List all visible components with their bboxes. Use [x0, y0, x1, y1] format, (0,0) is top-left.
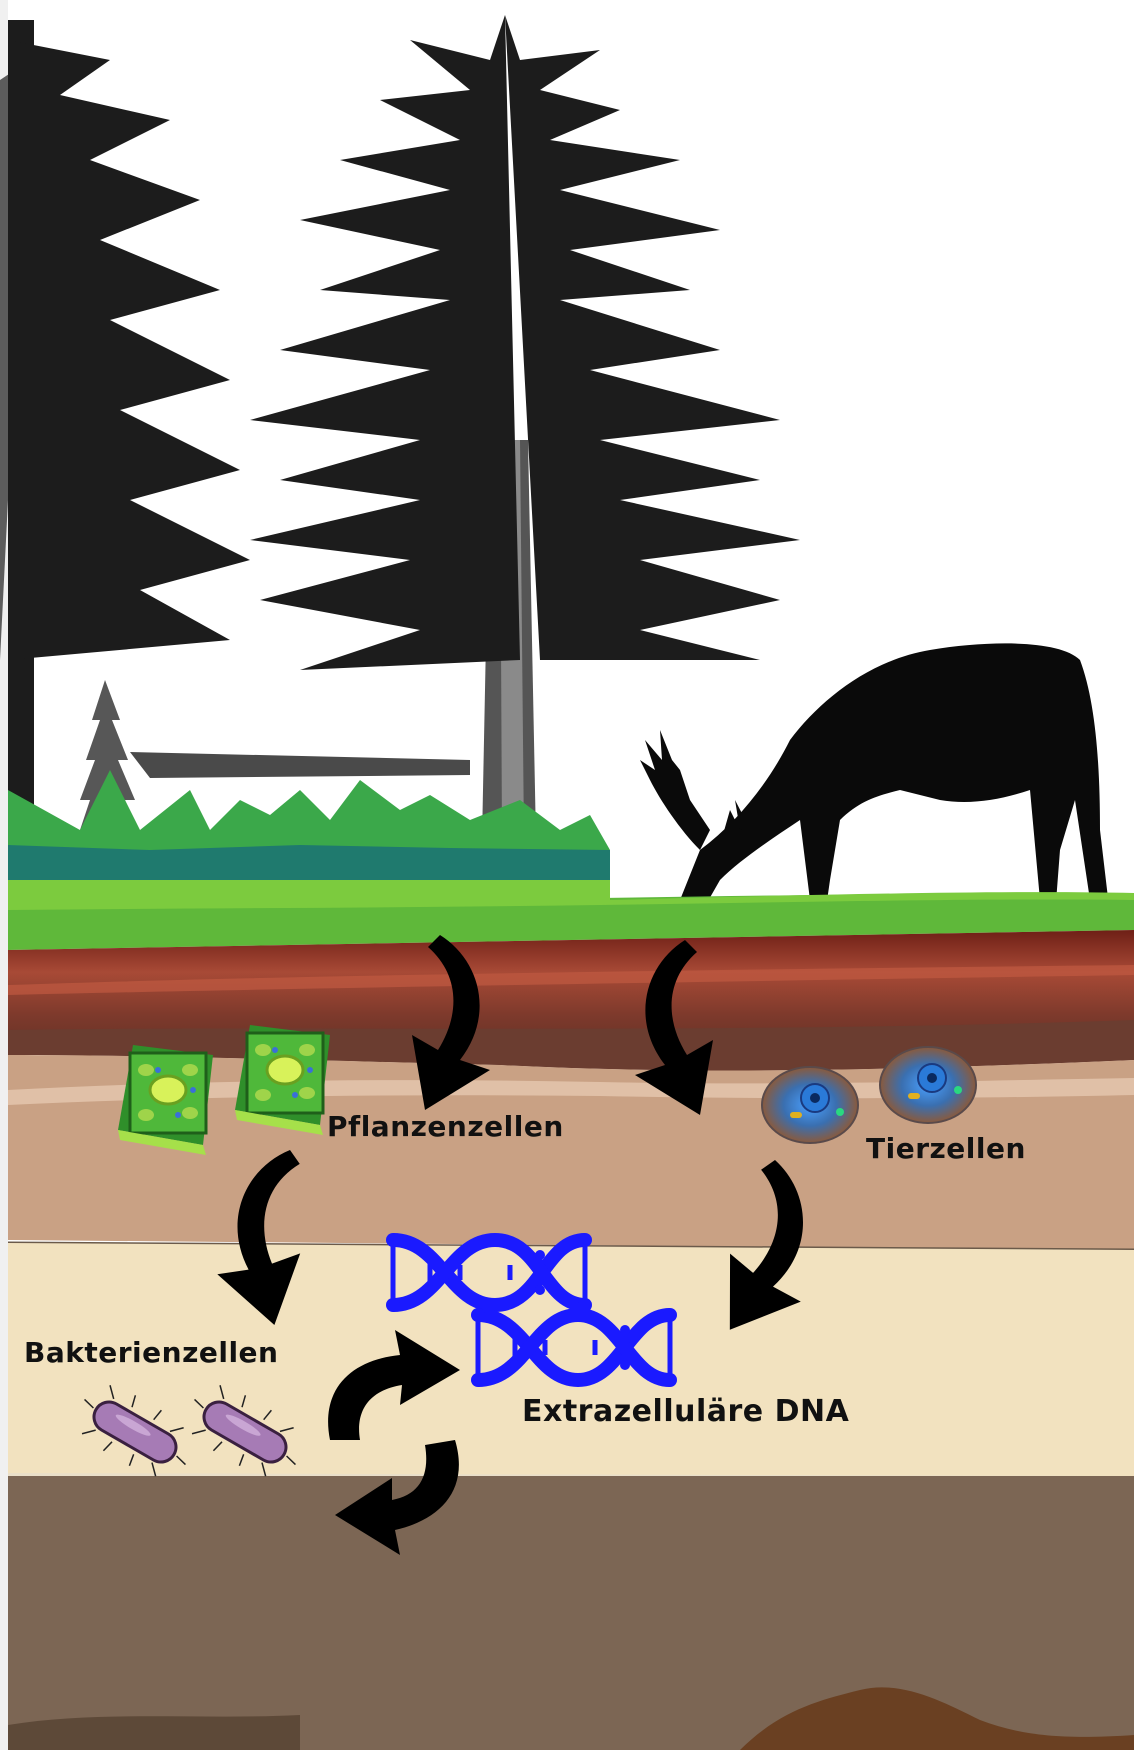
plant-cell-icon: [235, 1025, 330, 1135]
animal-cell-icon: [880, 1047, 976, 1123]
animal-cells-label: Tierzellen: [866, 1132, 1026, 1165]
plant-cells-label: Pflanzenzellen: [327, 1110, 564, 1143]
deep-soil-layer: [8, 1476, 1134, 1750]
shrubs-dark: [8, 845, 610, 880]
bacteria-cells-label: Bakterienzellen: [24, 1336, 278, 1369]
plant-cell-icon: [118, 1045, 213, 1155]
animal-cell-icon: [762, 1067, 858, 1143]
bottom-ground: [8, 1715, 300, 1750]
extracellular-dna-label: Extrazelluläre DNA: [522, 1394, 849, 1429]
